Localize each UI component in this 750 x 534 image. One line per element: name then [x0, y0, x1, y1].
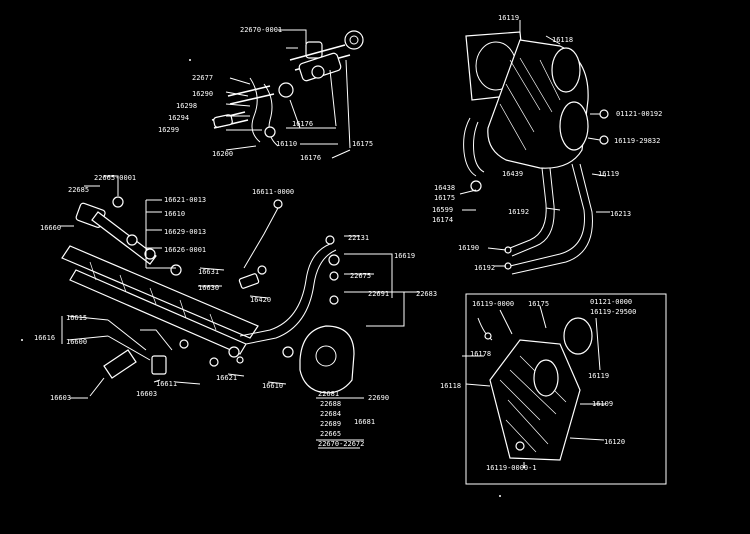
- label-regulator-1: 22131: [348, 234, 369, 242]
- label-top-damper-b: 16176: [292, 120, 313, 128]
- label-regulator-3: 22675: [350, 272, 371, 280]
- label-throttle-side-2: 16175: [434, 194, 455, 202]
- label-throttle-bolt-2: 16119-29832: [614, 137, 660, 145]
- top-hose-assembly: [211, 29, 364, 159]
- label-regulator-6: 22690: [368, 394, 389, 402]
- label-inset-m: 16119: [588, 372, 609, 380]
- label-rail-pipe: 16420: [250, 296, 271, 304]
- label-regulator-4: 22691: [368, 290, 389, 298]
- label-throttle-hose-e: 16192: [474, 264, 495, 272]
- label-inset-bottom: 16119-0000-1: [486, 464, 537, 472]
- label-top-hose-fitting: 22670-0001: [240, 26, 282, 34]
- label-left-injector-d: 16603: [136, 390, 157, 398]
- speck: [189, 59, 191, 61]
- label-rail-bolt: 22665-0001: [94, 174, 136, 182]
- label-throttle-hose-a: 16438: [434, 184, 455, 192]
- label-rail-end: 16660: [40, 224, 61, 232]
- label-left-bracket-1: 16615: [66, 314, 87, 322]
- label-regulator-5: 22683: [416, 290, 437, 298]
- label-top-hose-e: 16299: [158, 126, 179, 134]
- throttle-body-assembly: [459, 20, 610, 275]
- label-throttle-main: 16118: [552, 36, 573, 44]
- label-inset-r-2: 16120: [604, 438, 625, 446]
- label-rail-nut: 22685: [68, 186, 89, 194]
- label-rail-top-fitting: 16611-0000: [252, 188, 294, 196]
- speck: [21, 339, 23, 341]
- label-left-injector-c: 16611: [156, 380, 177, 388]
- label-throttle-bolt-1: 01121-00192: [616, 110, 662, 118]
- label-inset-r-1: 16109: [592, 400, 613, 408]
- label-reg-list-3: 22684: [320, 410, 341, 418]
- label-throttle-side-4: 16213: [610, 210, 631, 218]
- label-rail-parts-2: 16610: [164, 210, 185, 218]
- label-top-damper-e: 16176: [300, 154, 321, 162]
- label-throttle-hose-c: 16192: [508, 208, 529, 216]
- label-throttle-side-3: 16174: [432, 216, 453, 224]
- label-rail-parts-3: 16629-0013: [164, 228, 206, 236]
- label-throttle-hose-d: 16190: [458, 244, 479, 252]
- label-throttle-side-1: 16119: [598, 170, 619, 178]
- fuel-rail-assembly: [60, 175, 420, 399]
- label-regulator-7: 16681: [354, 418, 375, 426]
- label-throttle-clip: 16439: [502, 170, 523, 178]
- label-left-injector-a: 16600: [66, 338, 87, 346]
- label-inset-tr-1: 01121-0000: [590, 298, 632, 306]
- label-rail-parts-4: 16626-0001: [164, 246, 206, 254]
- inset-box: [462, 293, 667, 485]
- label-reg-list-6: 22670-22672: [318, 440, 364, 448]
- label-regulator-2: 16619: [394, 252, 415, 260]
- label-inset-tl: 16119-0000: [472, 300, 514, 308]
- speck: [499, 495, 501, 497]
- label-bottom-small-2: 16610: [262, 382, 283, 390]
- label-throttle-hose-b: 16599: [432, 206, 453, 214]
- label-rail-parts-1: 16621-0013: [164, 196, 206, 204]
- regulator-list-bracket: [316, 397, 364, 449]
- label-left-injector-b: 16603: [50, 394, 71, 402]
- label-rail-hose-1: 16631: [198, 268, 219, 276]
- label-reg-list-4: 22689: [320, 420, 341, 428]
- label-bottom-small-1: 16621: [216, 374, 237, 382]
- label-top-hose-b: 16290: [192, 90, 213, 98]
- label-throttle-top: 16119: [498, 14, 519, 22]
- label-top-damper-a: 16200: [212, 150, 233, 158]
- label-left-bracket-2: 16616: [34, 334, 55, 342]
- label-inset-tm: 16175: [528, 300, 549, 308]
- label-reg-list-5: 22665: [320, 430, 341, 438]
- label-top-damper-d: 16175: [352, 140, 373, 148]
- label-rail-hose-2: 16630: [198, 284, 219, 292]
- label-top-hose-c: 16298: [176, 102, 197, 110]
- label-top-damper-c: 16110: [276, 140, 297, 148]
- label-top-hose-d: 16294: [168, 114, 189, 122]
- label-top-hose-a: 22677: [192, 74, 213, 82]
- label-inset-tr-2: 16119-29500: [590, 308, 636, 316]
- label-reg-list-1: 22681: [318, 390, 339, 398]
- label-inset-l-2: 16118: [440, 382, 461, 390]
- label-reg-list-2: 22688: [320, 400, 341, 408]
- label-inset-l-1: 16178: [470, 350, 491, 358]
